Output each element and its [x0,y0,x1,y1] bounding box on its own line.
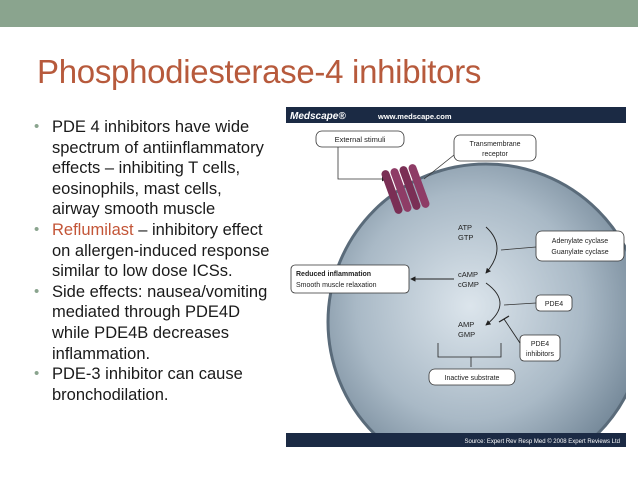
bullet-line: – inhibitory effect [133,220,263,239]
slide-title: Phosphodiesterase-4 inhibitors [37,53,482,90]
bullet-item: • Reflumilast – inhibitory effect on all… [34,220,294,282]
pde4-inhibitors-label-1: PDE4 [531,341,549,348]
top-accent-bar [0,0,638,27]
atp-label: ATP [458,223,472,232]
bullet-dot-icon: • [34,118,40,135]
bullet-line: airway smooth muscle [52,200,216,219]
substrate-bracket [437,343,502,358]
pde4-label: PDE4 [545,301,563,308]
cgmp-label: cGMP [458,280,479,289]
guanylate-cyclase-label: Guanylate cyclase [551,249,608,256]
cyclase-pointer [500,246,537,251]
bullet-line: inflammation. [52,344,151,363]
amp-label: AMP [458,320,474,329]
pde4-arrow [485,282,501,326]
bullet-dot-icon: • [34,282,40,300]
bullet-line: bronchodilation. [52,385,169,404]
bullet-item: • PDE 4 inhibitors have wide spectrum of… [34,117,294,220]
receptor-icon [381,164,430,214]
cyclase-arrow [485,226,498,274]
bullet-line: PDE 4 inhibitors have wide [52,118,250,136]
bullet-line: PDE-3 inhibitor can cause [52,365,243,384]
inhibition-bar [498,315,510,323]
receptor-pointer [423,154,455,180]
external-stimuli-label: External stimuli [335,135,386,144]
inactive-substrate-label: Inactive substrate [445,375,500,382]
bullet-line: mediated through PDE4D [52,303,241,322]
bullet-line: effects – inhibiting T cells, [52,159,241,178]
medscape-logo: Medscape® [290,111,346,122]
transmembrane-box [453,134,537,162]
pde4-diagram: Medscape® www.medscape.com Source: Exper… [286,107,626,447]
bullet-list: • PDE 4 inhibitors have wide spectrum of… [34,117,294,405]
bullet-line: Side effects: nausea/vomiting [52,282,268,301]
transmembrane-label: Transmembrane [469,141,520,148]
figure-footer-bar [286,433,626,447]
bullet-line: while PDE4B decreases [52,323,230,342]
pde4-inhibitors-box [519,334,561,362]
camp-label: cAMP [458,270,478,279]
bullet-line: eosinophils, mast cells, [52,179,222,198]
cyclase-box [535,230,625,262]
bullet-dot-icon: • [34,220,40,238]
smooth-muscle-label: Smooth muscle relaxation [296,282,377,289]
gmp-label: GMP [458,330,475,339]
adenylate-cyclase-label: Adenylate cyclase [552,238,609,245]
pde4-pointer [503,302,537,306]
bullet-line: on allergen-induced response [52,241,270,260]
figure-header-bar [286,107,626,123]
external-stimuli-box [315,130,405,148]
receptor-label: receptor [482,151,508,158]
inhibition-line [503,318,521,344]
pde4-mechanism-figure: Medscape® www.medscape.com Source: Exper… [286,107,626,447]
bullet-item: • Side effects: nausea/vomiting mediated… [34,282,294,364]
inactive-substrate-box [428,368,516,386]
bullet-line: similar to low dose ICSs. [52,262,233,281]
gtp-label: GTP [458,233,473,242]
drug-name-highlight: Reflumilast [52,220,134,239]
bullet-item: • PDE-3 inhibitor can cause bronchodilat… [34,364,294,405]
figure-source: Source: Expert Rev Resp Med © 2008 Exper… [465,438,621,445]
pde4-inhibitors-label-2: inhibitors [526,351,555,358]
bullet-dot-icon: • [34,365,40,383]
reduced-inflammation-label: Reduced inflammation [296,271,371,278]
medscape-url: www.medscape.com [377,112,452,121]
stimuli-arrow [337,147,387,182]
reduced-inflammation-box [290,264,410,294]
bullet-line: spectrum of antiinflammatory [52,138,264,157]
